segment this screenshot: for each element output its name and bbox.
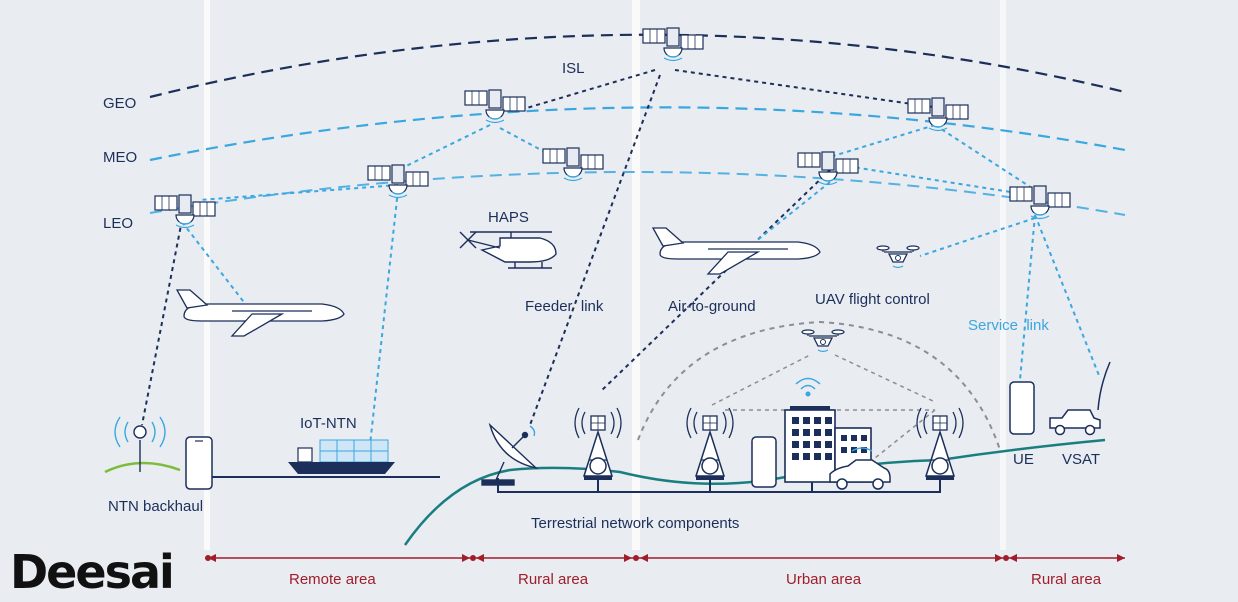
- label-iot-ntn: IoT-NTN: [300, 415, 357, 432]
- iot-link: [369, 189, 399, 446]
- label-uav-flight-control: UAV flight control: [815, 291, 930, 308]
- isl-link: [397, 124, 491, 171]
- area-label-remote: Remote area: [289, 571, 376, 588]
- isl-link: [674, 69, 941, 109]
- label-terrestrial: Terrestrial network components: [531, 515, 739, 532]
- cell-tower-icon: [916, 407, 964, 481]
- label-ue: UE: [1013, 451, 1034, 468]
- uav-control-link: [919, 217, 1036, 257]
- area-label-rural: Rural area: [518, 571, 589, 588]
- uav-drone-icon: [801, 329, 845, 353]
- aircraft-link: [181, 221, 251, 311]
- isl-link: [839, 164, 1031, 196]
- geo-satellite-icon: [907, 97, 969, 132]
- zone-divider: [632, 0, 640, 550]
- deesai-logo: Deesai: [10, 545, 173, 599]
- leo-satellite-icon: [367, 164, 429, 199]
- tower-backhaul-link: [599, 169, 831, 393]
- geo-orbit: [149, 33, 1126, 99]
- meo-orbit: [149, 106, 1126, 162]
- area-bar: [205, 554, 1125, 562]
- aircraft-icon: [176, 289, 345, 337]
- isl-link: [819, 124, 936, 161]
- area-label-urban: Urban area: [786, 571, 862, 588]
- phone-icon: [751, 436, 777, 488]
- label-isl: ISL: [562, 60, 585, 77]
- isl-link: [199, 184, 399, 201]
- backhaul-link: [141, 219, 183, 426]
- service-link: [1019, 214, 1036, 381]
- orbit-label-leo: LEO: [103, 215, 133, 232]
- urban-coverage-dome: [637, 320, 1001, 451]
- label-vsat: VSAT: [1062, 451, 1100, 468]
- label-air-to-ground: Air-to-ground: [668, 298, 756, 315]
- area-label-rural: Rural area: [1031, 571, 1102, 588]
- zone-divider: [1000, 0, 1006, 550]
- haps-helicopter-icon: [459, 231, 557, 269]
- ntn-backhaul-antenna-icon: [114, 416, 166, 472]
- orbit-label-geo: GEO: [103, 95, 136, 112]
- label-feeder-link: Feeder link: [525, 298, 604, 315]
- label-ntn-backhaul: NTN backhaul: [108, 498, 203, 515]
- ue-phone-icon: [1009, 381, 1035, 435]
- phone-icon: [185, 436, 213, 490]
- uav-drone-icon: [876, 245, 920, 269]
- ship-icon: [288, 439, 395, 474]
- links: [141, 69, 1101, 446]
- orbit-label-meo: MEO: [103, 149, 137, 166]
- feeder-link: [529, 74, 661, 426]
- leo-satellite-icon: [1009, 185, 1071, 220]
- label-haps: HAPS: [488, 209, 529, 226]
- leo-satellite-icon: [797, 151, 859, 186]
- label-service-link: Service link: [968, 317, 1049, 334]
- grass-line: [104, 461, 181, 474]
- vsat-vehicle-icon: [1049, 361, 1111, 436]
- service-link: [1034, 214, 1101, 379]
- isl-link: [499, 127, 557, 159]
- meo-satellite-icon: [464, 89, 526, 124]
- aircraft-icon: [652, 227, 821, 275]
- car-icon: [829, 447, 891, 490]
- geo-satellite-icon: [642, 27, 704, 62]
- cell-tower-icon: [686, 407, 734, 481]
- satellite-dish-icon: [481, 422, 539, 486]
- isl-link: [934, 124, 1036, 191]
- zone-divider: [204, 0, 210, 550]
- leo-satellite-icon: [542, 147, 604, 182]
